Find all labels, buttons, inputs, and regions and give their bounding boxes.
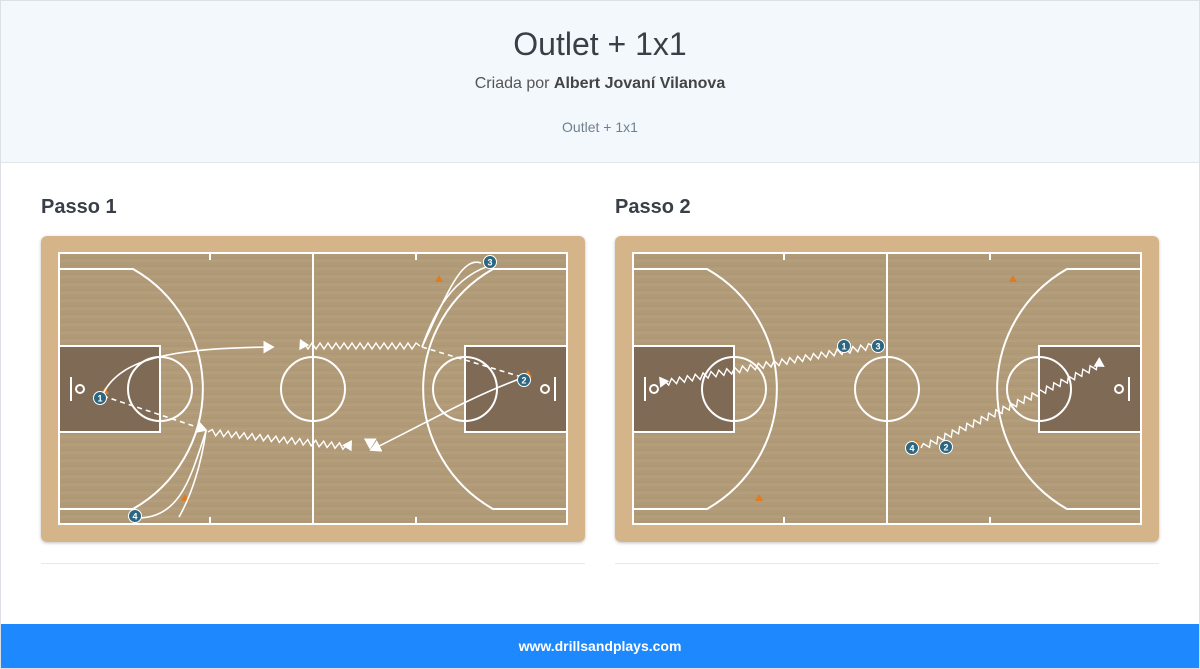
player-2[interactable]: 2 [939,440,953,454]
step-1-divider [41,563,585,564]
left-paint [59,346,160,432]
court-lines [58,252,568,525]
player-2-label: 2 [943,443,948,453]
author-byline: Criada por Albert Jovaní Vilanova [1,75,1199,93]
step-2: Passo 2 [615,196,1159,564]
pass-lines [102,346,526,434]
players: 1 2 3 4 [93,255,531,523]
player-2-label: 2 [521,376,526,386]
player-3-label: 3 [487,258,492,268]
right-paint [465,346,567,432]
step-2-court[interactable]: 1 2 3 4 [615,236,1159,542]
player-1[interactable]: 1 [837,339,851,353]
players: 1 2 3 4 [837,339,953,455]
movement-paths [102,261,526,519]
dribble-paths [207,338,421,452]
step-1: Passo 1 [41,196,585,564]
court-diagram: 1 2 3 4 [41,236,585,542]
step-1-court[interactable]: 1 2 3 4 [41,236,585,542]
player-1-label: 1 [841,342,846,352]
player-1-label: 1 [97,394,102,404]
right-paint [1039,346,1141,432]
court-lines [632,252,1142,525]
player-4[interactable]: 4 [905,441,919,455]
court-diagram: 1 2 3 4 [615,236,1159,542]
player-2[interactable]: 2 [517,373,531,387]
page-header: Outlet + 1x1 Criada por Albert Jovaní Vi… [1,1,1199,163]
page-footer: www.drillsandplays.com [1,624,1199,668]
cone [435,275,443,282]
author-name[interactable]: Albert Jovaní Vilanova [553,75,726,92]
player-3[interactable]: 3 [871,339,885,353]
player-3-label: 3 [875,342,880,352]
player-3[interactable]: 3 [483,255,497,269]
page-subtitle: Outlet + 1x1 [562,119,638,135]
step-1-title: Passo 1 [41,196,117,218]
left-paint [633,346,734,432]
cone [1009,275,1017,282]
step-2-divider [615,563,1159,564]
player-4-label: 4 [132,512,137,522]
step-2-title: Passo 2 [615,196,691,218]
footer-site-link[interactable]: www.drillsandplays.com [518,638,682,654]
player-4[interactable]: 4 [128,509,142,523]
player-4-label: 4 [909,444,914,454]
page-title: Outlet + 1x1 [513,26,687,62]
byline-prefix: Criada por [474,75,550,92]
cone [755,494,763,501]
dribble-paths [659,342,1105,449]
player-1[interactable]: 1 [93,391,107,405]
